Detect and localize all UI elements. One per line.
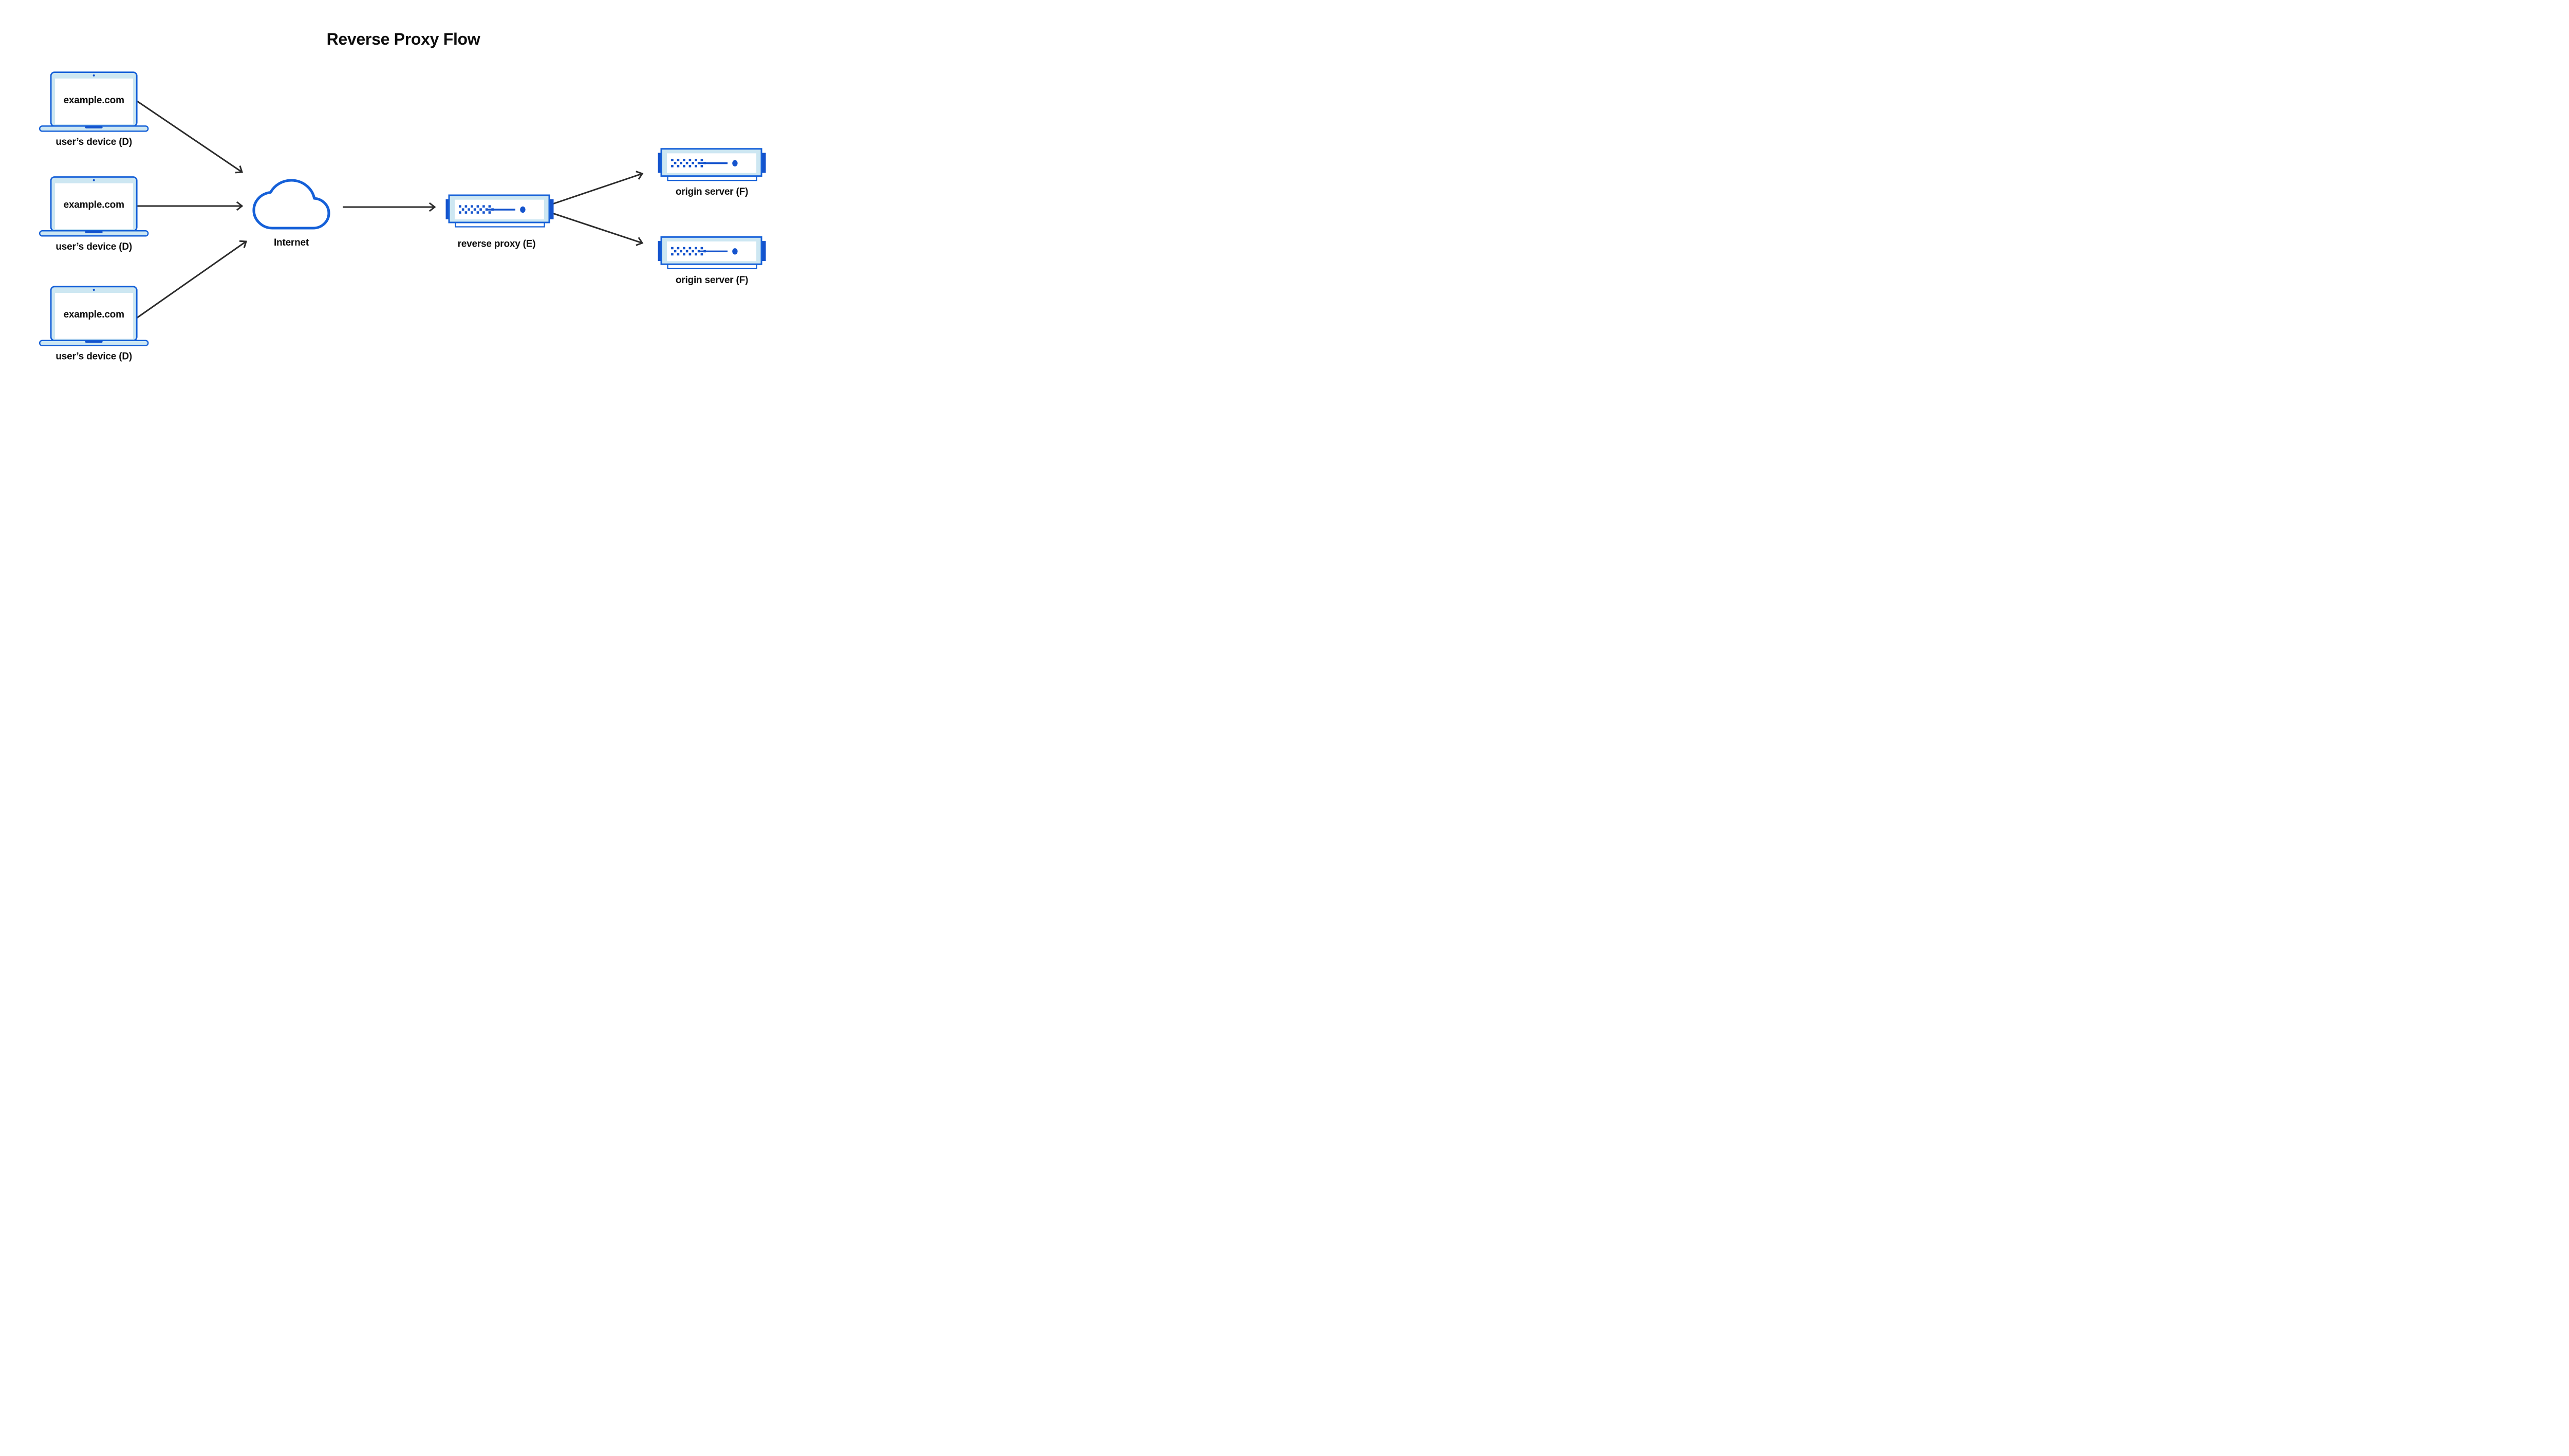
server-icon	[657, 236, 767, 270]
arrow-proxy-to-origin1	[553, 171, 644, 204]
page-title: Reverse Proxy Flow	[327, 30, 480, 48]
proxy-label: reverse proxy (E)	[458, 239, 536, 250]
arrow-proxy-to-origin2	[553, 213, 644, 246]
device2-label: user’s device (D)	[55, 241, 132, 252]
server-icon	[444, 194, 555, 228]
device3-screen-text: example.com	[64, 309, 124, 320]
internet-label: Internet	[274, 237, 309, 248]
device1-screen-text: example.com	[64, 95, 124, 106]
server-icon	[657, 148, 767, 181]
reverse-proxy-flow-diagram: Reverse Proxy Flow example.com	[39, 30, 767, 362]
origin1-label: origin server (F)	[676, 186, 748, 197]
device1-label: user’s device (D)	[55, 137, 132, 147]
arrow-device1-to-internet	[137, 100, 244, 174]
device2-screen-text: example.com	[64, 200, 124, 211]
cloud-icon	[252, 179, 330, 230]
arrow-device3-to-internet	[136, 240, 247, 319]
arrow-internet-to-proxy	[343, 202, 436, 212]
diagram-canvas: Reverse Proxy Flow example.com	[0, 0, 805, 403]
arrow-device2-to-internet	[137, 201, 244, 211]
device3-label: user’s device (D)	[55, 351, 132, 362]
origin2-label: origin server (F)	[676, 275, 748, 286]
